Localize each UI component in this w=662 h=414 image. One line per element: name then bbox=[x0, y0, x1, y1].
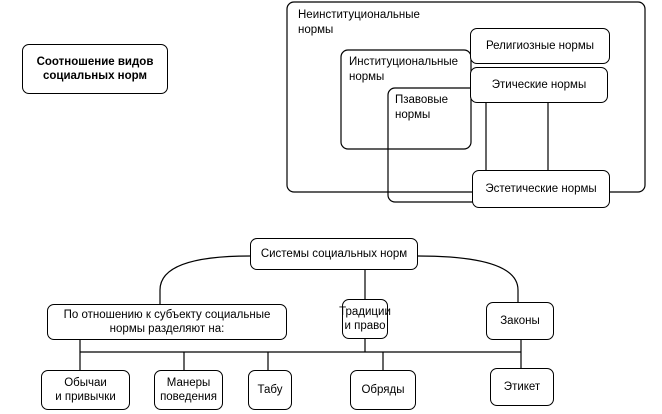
rituals-box: Обряды bbox=[350, 370, 416, 410]
root-to-laws-connector bbox=[417, 255, 519, 302]
root-to-subject-connector bbox=[159, 255, 251, 304]
manners-box: Манеры поведения bbox=[154, 370, 223, 410]
noninstitutional-container bbox=[286, 1, 646, 193]
institutional-label: Институциональные нормы bbox=[349, 56, 459, 83]
legal-container bbox=[387, 87, 487, 203]
traditions-box: Традиции и право bbox=[339, 299, 391, 339]
laws-box: Законы bbox=[486, 302, 554, 340]
noninstitutional-label: Неинституциональные нормы bbox=[298, 9, 420, 36]
legal-label: Пзавовые нормы bbox=[395, 94, 449, 121]
customs-box: Обычаи и привычки bbox=[41, 370, 130, 410]
ethical-box: Этические нормы bbox=[470, 67, 608, 103]
title-box: Соотношение видов социальных норм bbox=[22, 44, 168, 94]
taboo-box: Табу bbox=[248, 370, 292, 410]
subject-box: По отношению к субъекту социальные нормы… bbox=[47, 304, 287, 340]
religious-box: Религиозные нормы bbox=[470, 28, 610, 64]
etiquette-box: Этикет bbox=[490, 368, 554, 406]
root-box: Системы социальных норм bbox=[250, 238, 418, 270]
aesthetic-box: Эстетические нормы bbox=[472, 170, 610, 208]
